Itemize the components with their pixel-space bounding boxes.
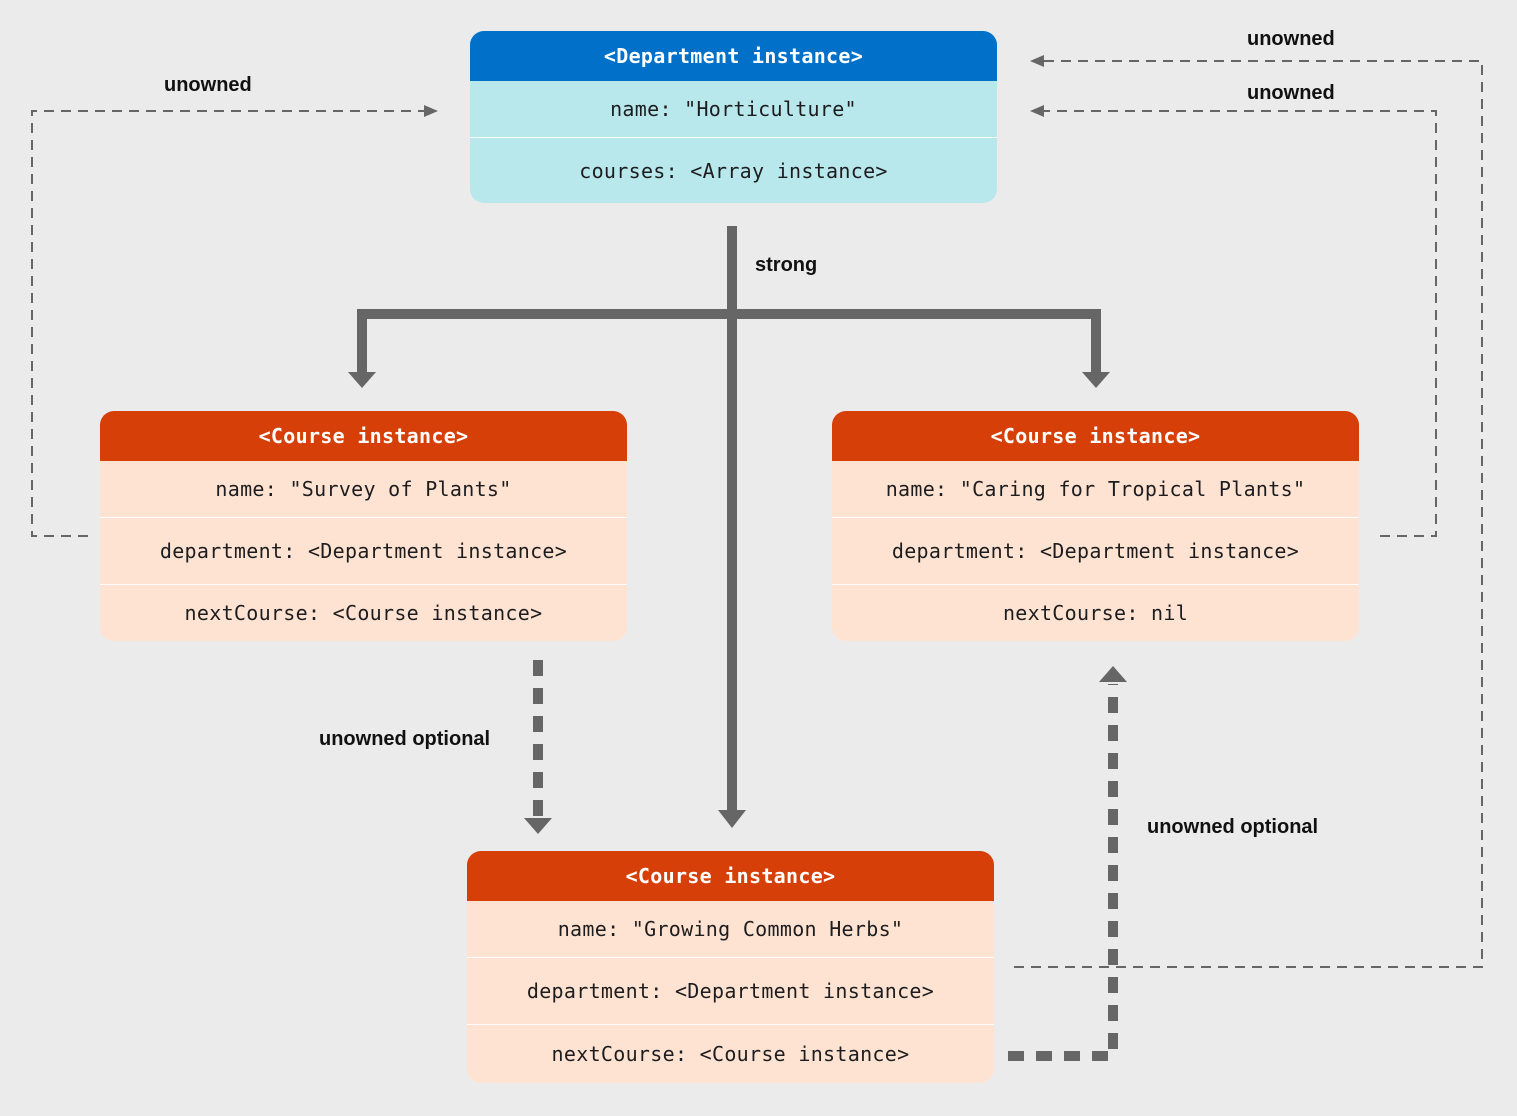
course-right-nextcourse-row: nextCourse: nil bbox=[832, 584, 1359, 641]
strong-arrow-left bbox=[348, 372, 376, 388]
department-instance-box: <Department instance> name: "Horticultur… bbox=[470, 31, 997, 203]
unowned-optional-right-line bbox=[1008, 684, 1118, 1061]
department-name-row: name: "Horticulture" bbox=[610, 97, 857, 121]
strong-label: strong bbox=[755, 254, 818, 276]
course-right-box: <Course instance> name: "Caring for Trop… bbox=[832, 411, 1359, 641]
course-bottom-department-row: department: <Department instance> bbox=[467, 957, 994, 1024]
department-courses-row: courses: <Array instance> bbox=[470, 137, 997, 203]
course-right-header: <Course instance> bbox=[832, 411, 1359, 461]
strong-arrow-right bbox=[1082, 372, 1110, 388]
course-right-name-row: name: "Caring for Tropical Plants" bbox=[885, 477, 1306, 501]
course-left-box: <Course instance> name: "Survey of Plant… bbox=[100, 411, 627, 641]
course-bottom-name-row: name: "Growing Common Herbs" bbox=[557, 917, 904, 941]
unowned-optional-left-label: unowned optional bbox=[319, 728, 491, 750]
course-bottom-box: <Course instance> name: "Growing Common … bbox=[467, 851, 994, 1083]
unowned-right-outer-label: unowned bbox=[1247, 28, 1335, 50]
unowned-left-label: unowned bbox=[164, 74, 252, 96]
department-header: <Department instance> bbox=[470, 31, 997, 81]
course-bottom-nextcourse-row: nextCourse: <Course instance> bbox=[467, 1024, 994, 1083]
unowned-right-outer-line bbox=[1014, 60, 1483, 968]
unowned-optional-left-arrow bbox=[524, 818, 552, 834]
unowned-optional-right-label: unowned optional bbox=[1147, 816, 1319, 838]
course-left-name-row: name: "Survey of Plants" bbox=[215, 477, 512, 501]
course-right-department-row: department: <Department instance> bbox=[832, 517, 1359, 584]
unowned-right-outer-arrow bbox=[1030, 55, 1044, 67]
course-left-nextcourse-row: nextCourse: <Course instance> bbox=[100, 584, 627, 641]
strong-branch-line bbox=[357, 309, 1101, 372]
unowned-optional-right-arrow bbox=[1099, 666, 1127, 682]
course-left-header: <Course instance> bbox=[100, 411, 627, 461]
unowned-right-inner-label: unowned bbox=[1247, 82, 1335, 104]
unowned-left-arrow bbox=[424, 105, 438, 117]
course-left-department-row: department: <Department instance> bbox=[100, 517, 627, 584]
unowned-right-inner-arrow bbox=[1030, 105, 1044, 117]
course-bottom-header: <Course instance> bbox=[467, 851, 994, 901]
strong-arrow-bottom bbox=[718, 810, 746, 828]
